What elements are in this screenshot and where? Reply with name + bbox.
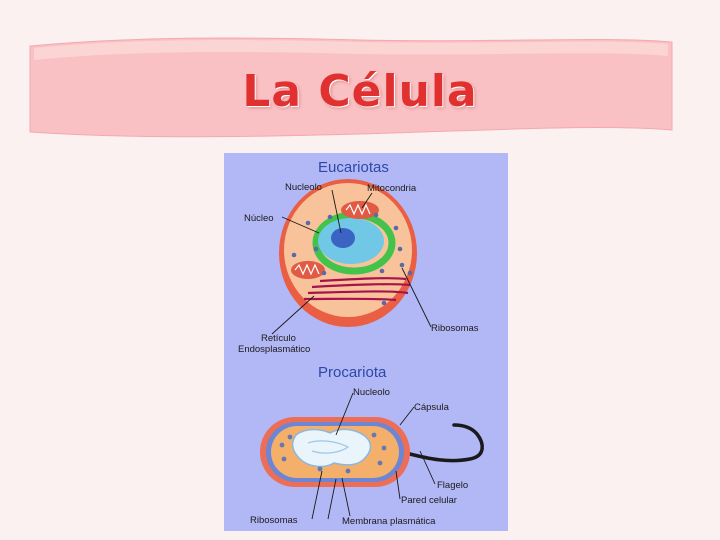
flagellum (404, 423, 484, 463)
label-eukaryote-ribosomes: Ribosomas (431, 323, 479, 334)
prokaryote-leader-lines (311, 392, 436, 520)
label-reticulum-line2: Endosplasmático (238, 344, 310, 355)
label-prokaryote-nucleolus: Nucleolo (353, 387, 390, 398)
mitochondrion-top (341, 201, 379, 219)
label-prokaryote-ribosomes: Ribosomas (250, 515, 298, 526)
mitochondrion-left (291, 261, 325, 279)
label-eukaryote-nucleolus: Nucleolo (285, 182, 322, 193)
label-cell-wall: Pared celular (401, 495, 457, 506)
banner-ribbon (29, 37, 673, 138)
nucleolus (331, 228, 355, 248)
eukaryote-ribosomes (291, 212, 413, 306)
prokaryote-heading: Procariota (318, 364, 387, 381)
label-nucleus: Núcleo (244, 213, 274, 224)
label-flagellum: Flagelo (437, 480, 468, 491)
cell-diagram: Eucariotas (224, 153, 508, 531)
eukaryote-heading: Eucariotas (318, 159, 389, 176)
label-capsule: Cápsula (414, 402, 450, 413)
nucleoid (291, 428, 372, 468)
endoplasmic-reticulum (303, 277, 411, 302)
prokaryotic-cell (260, 417, 484, 487)
page-title: La Célula (242, 66, 478, 117)
label-plasma-membrane: Membrana plasmática (342, 516, 436, 527)
title-banner (29, 37, 673, 138)
eukaryotic-cell (279, 179, 417, 327)
prokaryote-ribosomes (279, 432, 387, 474)
label-reticulum-line1: Retículo (261, 333, 296, 344)
label-mitochondria: Mitocondria (367, 183, 417, 194)
eukaryote-leader-lines (271, 189, 432, 335)
